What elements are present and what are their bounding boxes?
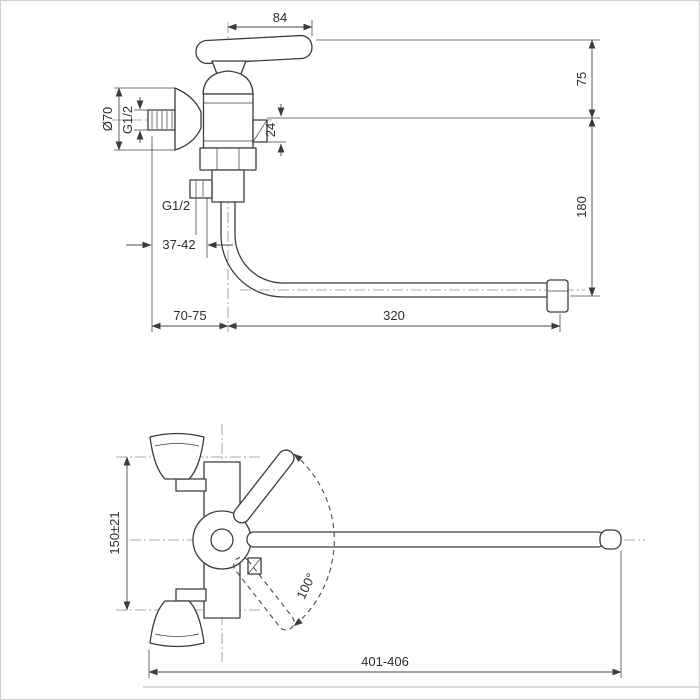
dim-wall-offset: 37-42 — [126, 136, 233, 332]
faucet-body-side — [189, 34, 313, 203]
spout-end-cap — [599, 529, 622, 550]
lower-body — [211, 169, 245, 203]
front-view: 100° 150±21 401-406 — [107, 424, 699, 688]
escutcheon-bell-bottom — [149, 600, 205, 648]
cartridge-dome — [202, 70, 254, 95]
dim-body-depth-label: 70-75 — [173, 308, 206, 323]
wall-union-side — [147, 87, 202, 151]
eccentric-elbow-top — [175, 478, 207, 492]
dim-height-top-label: 75 — [574, 72, 589, 86]
cartridge-hub — [210, 528, 234, 552]
aerator — [546, 279, 569, 313]
dim-overall-length: 401-406 — [148, 551, 622, 678]
spout-outer-edge — [220, 201, 551, 298]
dim-flange-diameter: Ø70 — [100, 87, 175, 151]
dim-outlet-thread: G1/2 — [162, 198, 208, 258]
eccentric-elbow-bottom — [175, 588, 207, 602]
dim-swing-angle-label: 100° — [293, 571, 318, 602]
faucet-body-front — [149, 432, 252, 648]
dim-center-distance-label: 150±21 — [107, 511, 122, 554]
dim-wall-offset-label: 37-42 — [162, 237, 195, 252]
dim-bottom-chain: 70-75 320 — [151, 308, 561, 332]
dim-inlet-thread: G1/2 — [120, 97, 148, 143]
dim-spout-reach-label: 320 — [383, 308, 405, 323]
handle-position-up — [233, 449, 295, 524]
escutcheon-bell — [174, 87, 202, 151]
side-view: 84 75 180 Ø70 G1/2 — [100, 10, 600, 332]
dim-spout-drop-label: 180 — [574, 196, 589, 218]
shower-outlet-fitting — [189, 179, 213, 199]
spout-nut — [199, 147, 257, 171]
spout-tube — [246, 531, 606, 548]
handle-lever — [195, 34, 313, 65]
dim-inlet-thread-label: G1/2 — [120, 106, 135, 134]
spout-front — [246, 529, 622, 575]
spout-inner-edge — [234, 201, 551, 284]
dim-handle-length: 84 — [227, 10, 313, 36]
spout-side — [220, 201, 569, 313]
dim-overall-length-label: 401-406 — [361, 654, 409, 669]
valve-body — [202, 93, 254, 149]
dim-handle-length-label: 84 — [273, 10, 287, 25]
dim-outlet-thread-label: G1/2 — [162, 198, 190, 213]
dim-flange-diameter-label: Ø70 — [100, 107, 115, 132]
swing-arc — [293, 453, 335, 627]
dim-center-distance: 150±21 — [107, 456, 131, 611]
dim-nut-height-label: 24 — [263, 123, 278, 137]
dim-heights: 75 180 — [267, 39, 600, 297]
escutcheon-bell-top — [149, 432, 205, 480]
dim-nut-height: 24 — [263, 104, 286, 156]
